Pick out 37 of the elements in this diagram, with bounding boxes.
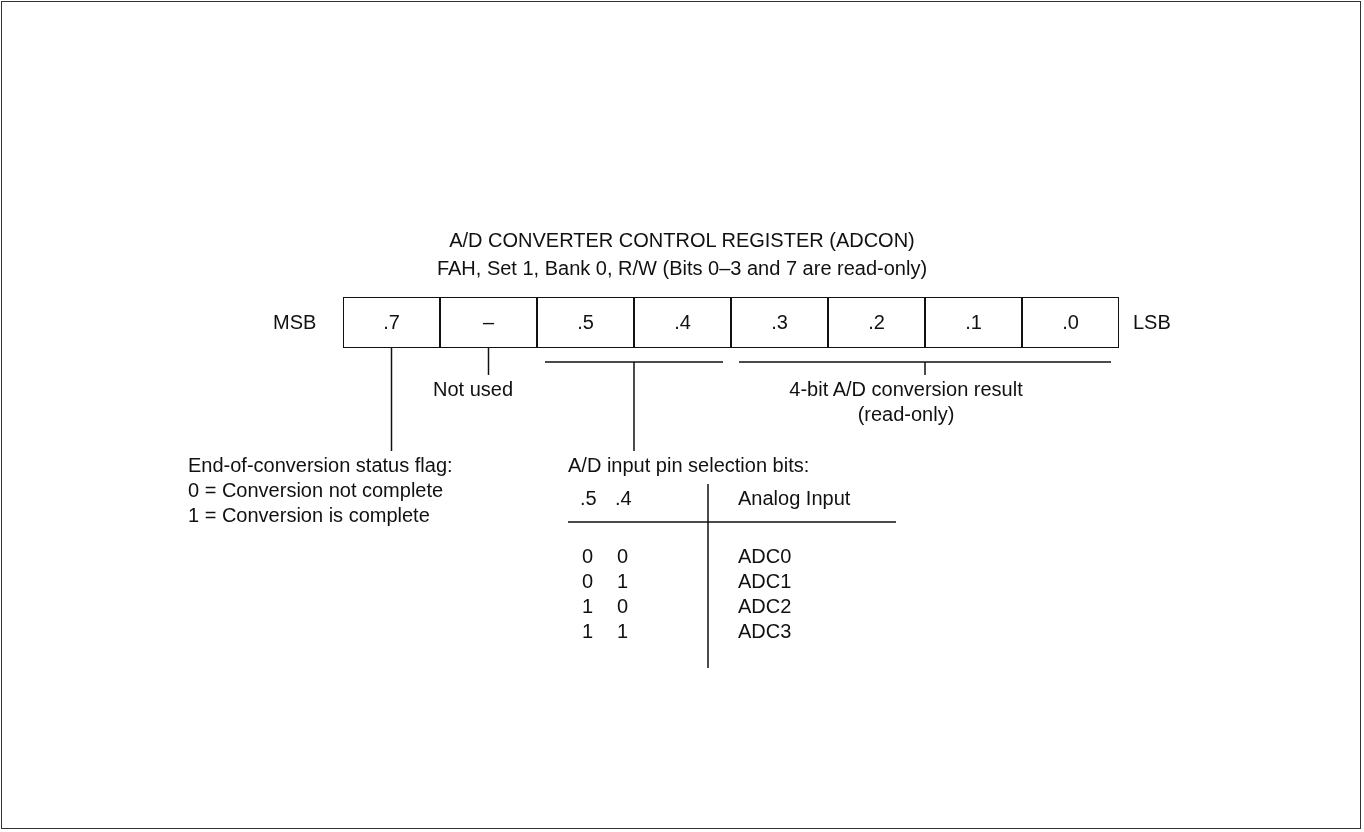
diagram-title: A/D CONVERTER CONTROL REGISTER (ADCON) xyxy=(448,228,916,253)
table-cell: ADC0 xyxy=(738,544,792,569)
table-cell: 0 xyxy=(617,594,629,619)
table-header: .4 xyxy=(615,486,632,511)
table-cell: 1 xyxy=(617,619,629,644)
bit-cell: .3 xyxy=(731,297,828,348)
bit-cell: .5 xyxy=(537,297,634,348)
table-cell: ADC2 xyxy=(738,594,792,619)
bit-cell: .4 xyxy=(634,297,731,348)
table-cell: 0 xyxy=(582,569,594,594)
unused-bit-note: Not used xyxy=(433,377,543,402)
table-cell: 1 xyxy=(582,594,594,619)
table-cell: ADC3 xyxy=(738,619,792,644)
bit-order-label: MSB xyxy=(273,310,317,335)
bit-cell: .2 xyxy=(828,297,925,348)
conversion-result-note: 4-bit A/D conversion result (read-only) xyxy=(781,377,1031,427)
annotation-text: 1 = Conversion is complete xyxy=(188,503,430,528)
table-cell: 0 xyxy=(582,544,594,569)
annotation-text: 0 = Conversion not complete xyxy=(188,478,444,503)
leader-line xyxy=(544,361,724,452)
bit-cell: .7 xyxy=(343,297,440,348)
leader-line xyxy=(390,347,393,452)
leader-line xyxy=(738,361,1112,376)
bit-cell: .0 xyxy=(1022,297,1119,348)
table-cell: 1 xyxy=(617,569,629,594)
table-cell: 0 xyxy=(617,544,629,569)
annotation-heading: End-of-conversion status flag: xyxy=(188,453,453,478)
register-subtitle: FAH, Set 1, Bank 0, R/W (Bits 0–3 and 7 are read-only) xyxy=(435,256,929,281)
table-header: .5 xyxy=(580,486,597,511)
bit-cell: – xyxy=(440,297,537,348)
pin-selection-heading: A/D input pin selection bits: xyxy=(568,453,858,478)
leader-line xyxy=(487,347,490,376)
bit-order-label: LSB xyxy=(1133,310,1171,335)
table-header: Analog Input xyxy=(738,486,851,511)
table-cell: 1 xyxy=(582,619,594,644)
table-cell: ADC1 xyxy=(738,569,792,594)
bit-cell: .1 xyxy=(925,297,1022,348)
